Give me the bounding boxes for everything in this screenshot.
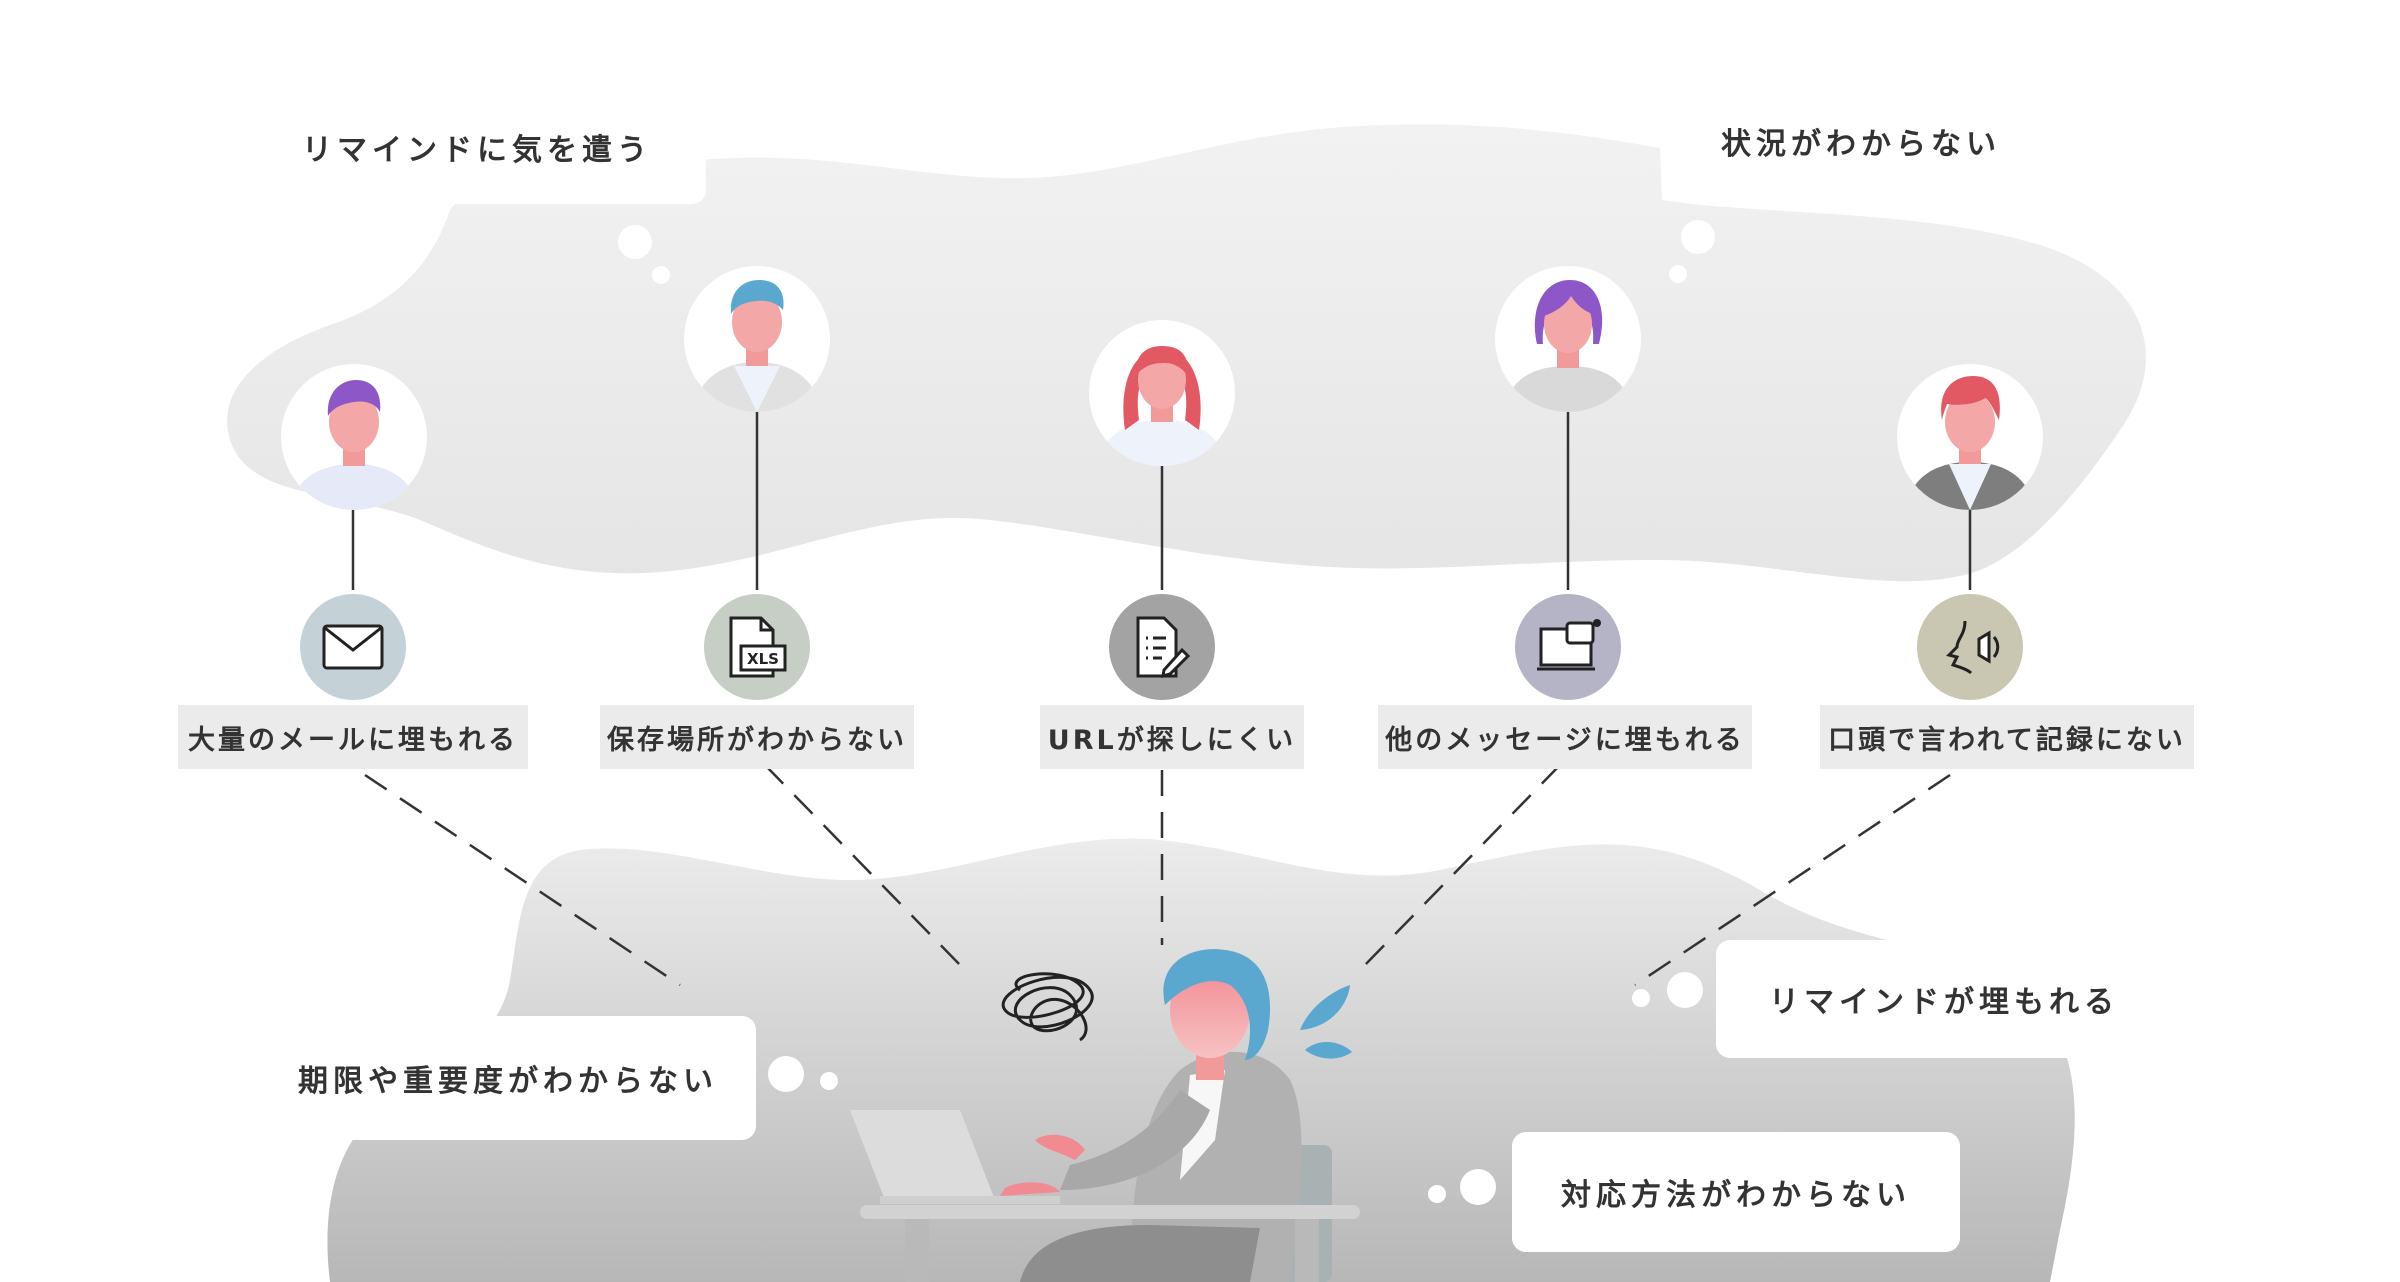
sweat-drops <box>1300 985 1352 1059</box>
bubble-remind-hesitation: リマインドに気を遣う <box>248 90 706 204</box>
desk-top <box>860 1205 1360 1219</box>
bubble-status-unknown: 状況がわからない <box>1662 82 2060 200</box>
channel-icon-url <box>1109 594 1215 700</box>
avatar-connectors <box>351 405 1972 590</box>
desk-leg-left <box>905 1219 929 1282</box>
bubble-remind-buried: リマインドが埋もれる <box>1716 940 2172 1058</box>
avatar-file-user <box>684 266 830 412</box>
laptop-screen <box>850 1110 995 1200</box>
channel-icon-verbal <box>1917 594 2023 700</box>
person-hand <box>1035 1134 1085 1160</box>
label-message-buried: 他のメッセージに埋もれる <box>1378 705 1752 769</box>
dashed-connectors <box>364 764 1951 987</box>
channel-icon-chat <box>1515 594 1621 700</box>
envelope-icon <box>322 624 384 670</box>
thought-dots <box>618 220 1715 1205</box>
channel-icon-file: XLS <box>704 594 810 700</box>
person-arm <box>1060 1090 1210 1190</box>
laptop-base <box>880 1196 1060 1204</box>
speaking-face-icon <box>1946 620 2000 675</box>
label-verbal-no-record: 口頭で言われて記録にない <box>1820 705 2194 769</box>
label-mail-buried: 大量のメールに埋もれる <box>178 705 528 769</box>
xls-file-icon: XLS <box>729 616 787 678</box>
chat-window-icon <box>1537 619 1601 671</box>
avatar-url-user <box>1089 320 1235 466</box>
person-hand-typing <box>1000 1182 1060 1196</box>
bubble-deadline-unknown: 期限や重要度がわからない <box>260 1016 756 1140</box>
label-url-hard-to-find: URLが探しにくい <box>1040 705 1304 769</box>
person-hair <box>1163 949 1271 1060</box>
bubble-response-unknown: 対応方法がわからない <box>1512 1132 1960 1252</box>
scribble-icon <box>1001 972 1094 1042</box>
person-legs <box>1020 1225 1260 1282</box>
label-storage-unknown: 保存場所がわからない <box>600 705 914 769</box>
avatar-verbal-user <box>1897 364 2043 510</box>
avatar-chat-user <box>1495 266 1641 412</box>
channel-icon-mail <box>300 594 406 700</box>
avatar-mail-user <box>281 364 427 510</box>
desk-leg-right <box>1295 1219 1319 1282</box>
document-pen-icon <box>1136 616 1190 678</box>
svg-text:XLS: XLS <box>747 650 779 668</box>
